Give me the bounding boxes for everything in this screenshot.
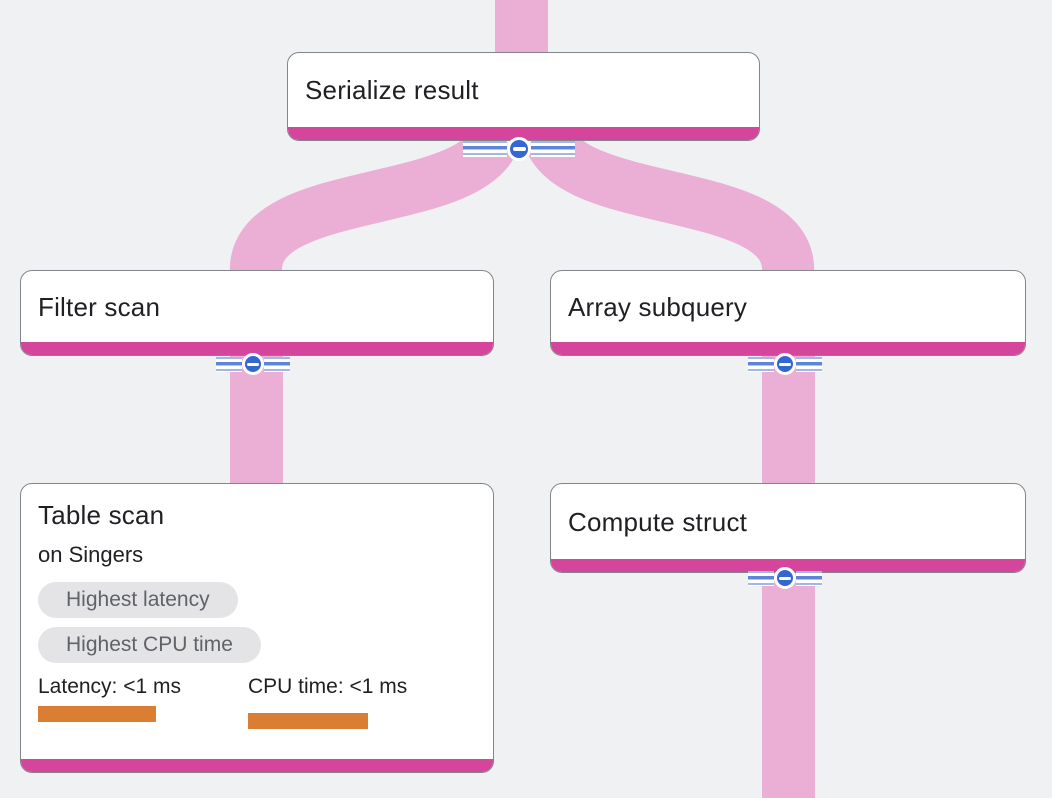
node-title: Table scan xyxy=(38,500,165,530)
node-array-subquery[interactable]: Array subquery xyxy=(550,270,1026,356)
badge-highest-cpu-time: Highest CPU time xyxy=(38,627,261,663)
stat-latency-bar xyxy=(38,706,156,722)
node-compute-struct[interactable]: Compute struct xyxy=(550,483,1026,573)
node-subtitle: on Singers xyxy=(38,542,144,567)
node-title: Filter scan xyxy=(38,291,161,322)
collapse-button-serialize-result[interactable] xyxy=(463,137,575,161)
badge-highest-latency: Highest latency xyxy=(38,582,238,618)
grip-lines xyxy=(796,356,822,372)
node-accent-bar xyxy=(551,559,1025,572)
collapse-button-filter-scan[interactable] xyxy=(216,353,290,375)
grip-lines xyxy=(531,141,575,157)
node-table-scan[interactable]: Table scan on Singers Highest latency Hi… xyxy=(20,483,494,773)
collapse-button-array-subquery[interactable] xyxy=(748,353,822,375)
stat-cpu-time-bar xyxy=(248,713,368,729)
stat-latency-label: Latency: <1 ms xyxy=(38,675,181,698)
collapse-circle xyxy=(242,353,264,375)
edge-serialize-to-filter xyxy=(230,127,519,276)
grip-lines xyxy=(748,356,774,372)
node-title: Compute struct xyxy=(568,506,748,537)
collapse-button-compute-struct[interactable] xyxy=(748,567,822,589)
stat-cpu-time: CPU time: <1 ms xyxy=(248,674,458,729)
node-accent-bar xyxy=(21,759,493,772)
node-filter-scan[interactable]: Filter scan xyxy=(20,270,494,356)
grip-lines xyxy=(216,356,242,372)
collapse-circle xyxy=(774,353,796,375)
grip-lines xyxy=(796,570,822,586)
node-accent-bar xyxy=(21,342,493,355)
grip-lines xyxy=(463,141,507,157)
node-serialize-result[interactable]: Serialize result xyxy=(287,52,760,141)
node-title: Array subquery xyxy=(568,291,748,322)
minus-icon xyxy=(247,362,259,366)
stat-cpu-time-label: CPU time: <1 ms xyxy=(248,675,408,698)
node-accent-bar xyxy=(288,127,759,140)
minus-icon xyxy=(779,576,791,580)
collapse-circle xyxy=(507,137,531,161)
grip-lines xyxy=(264,356,290,372)
stat-latency: Latency: <1 ms xyxy=(38,674,248,729)
node-stats: Latency: <1 ms CPU time: <1 ms xyxy=(38,674,476,729)
minus-icon xyxy=(779,362,791,366)
node-title: Serialize result xyxy=(305,75,479,105)
minus-icon xyxy=(512,147,526,151)
node-accent-bar xyxy=(551,342,1025,355)
collapse-circle xyxy=(774,567,796,589)
grip-lines xyxy=(748,570,774,586)
edge-serialize-to-array xyxy=(525,127,814,276)
